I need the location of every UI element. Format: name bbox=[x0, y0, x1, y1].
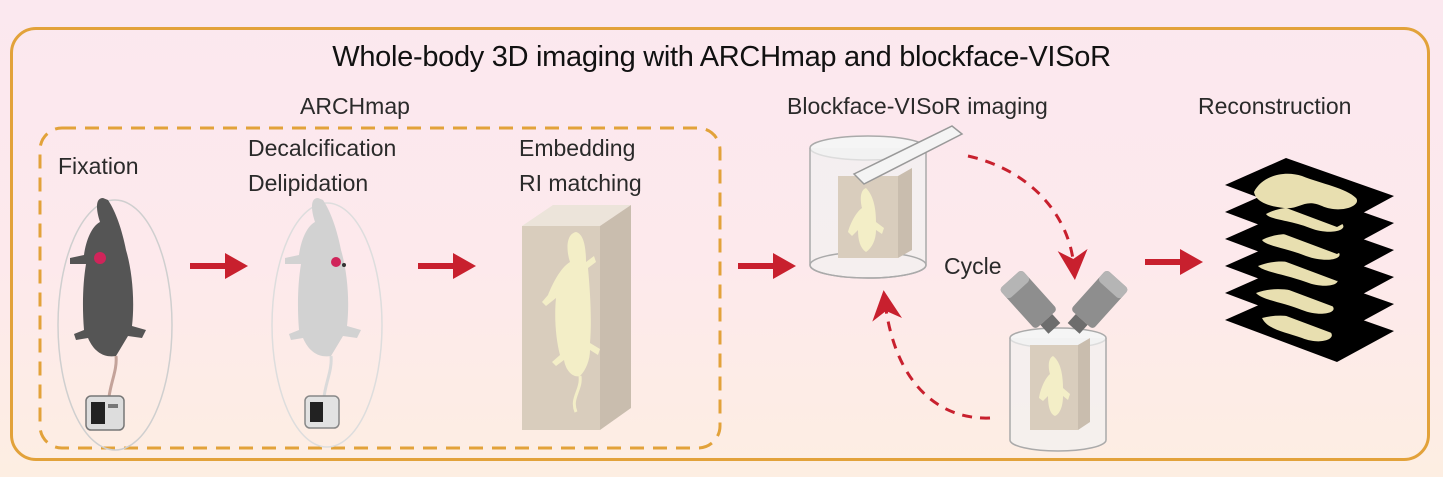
arrow-3 bbox=[738, 253, 796, 279]
reconstruction-label: Reconstruction bbox=[1198, 93, 1352, 119]
reconstruction-stack-icon bbox=[1225, 158, 1394, 362]
objective-container-icon bbox=[1000, 270, 1128, 452]
blockface-label: Blockface-VISoR imaging bbox=[787, 93, 1048, 119]
cycle-arrow-down bbox=[967, 154, 1088, 280]
flow-arrows bbox=[190, 249, 1203, 279]
fixation-label: Fixation bbox=[58, 153, 139, 179]
cleared-mouse-icon bbox=[271, 198, 383, 448]
ri-matching-label: RI matching bbox=[519, 170, 642, 196]
arrow-1 bbox=[190, 253, 248, 279]
delipidation-label: Delipidation bbox=[248, 170, 369, 196]
embedded-block-icon bbox=[522, 205, 631, 430]
arrow-4 bbox=[1145, 249, 1203, 275]
arrow-2 bbox=[418, 253, 476, 279]
figure-frame bbox=[10, 27, 1430, 461]
cycle-arrow-up bbox=[872, 290, 991, 420]
decalcification-label: Decalcification bbox=[248, 135, 397, 161]
blockface-container-icon bbox=[809, 125, 964, 279]
cycle-label: Cycle bbox=[944, 253, 1002, 279]
archmap-group-box bbox=[38, 126, 722, 450]
embedding-label: Embedding bbox=[519, 135, 636, 161]
fixed-mouse-icon bbox=[57, 198, 173, 451]
archmap-label: ARCHmap bbox=[300, 93, 410, 119]
figure-title: Whole-body 3D imaging with ARCHmap and b… bbox=[332, 41, 1111, 73]
